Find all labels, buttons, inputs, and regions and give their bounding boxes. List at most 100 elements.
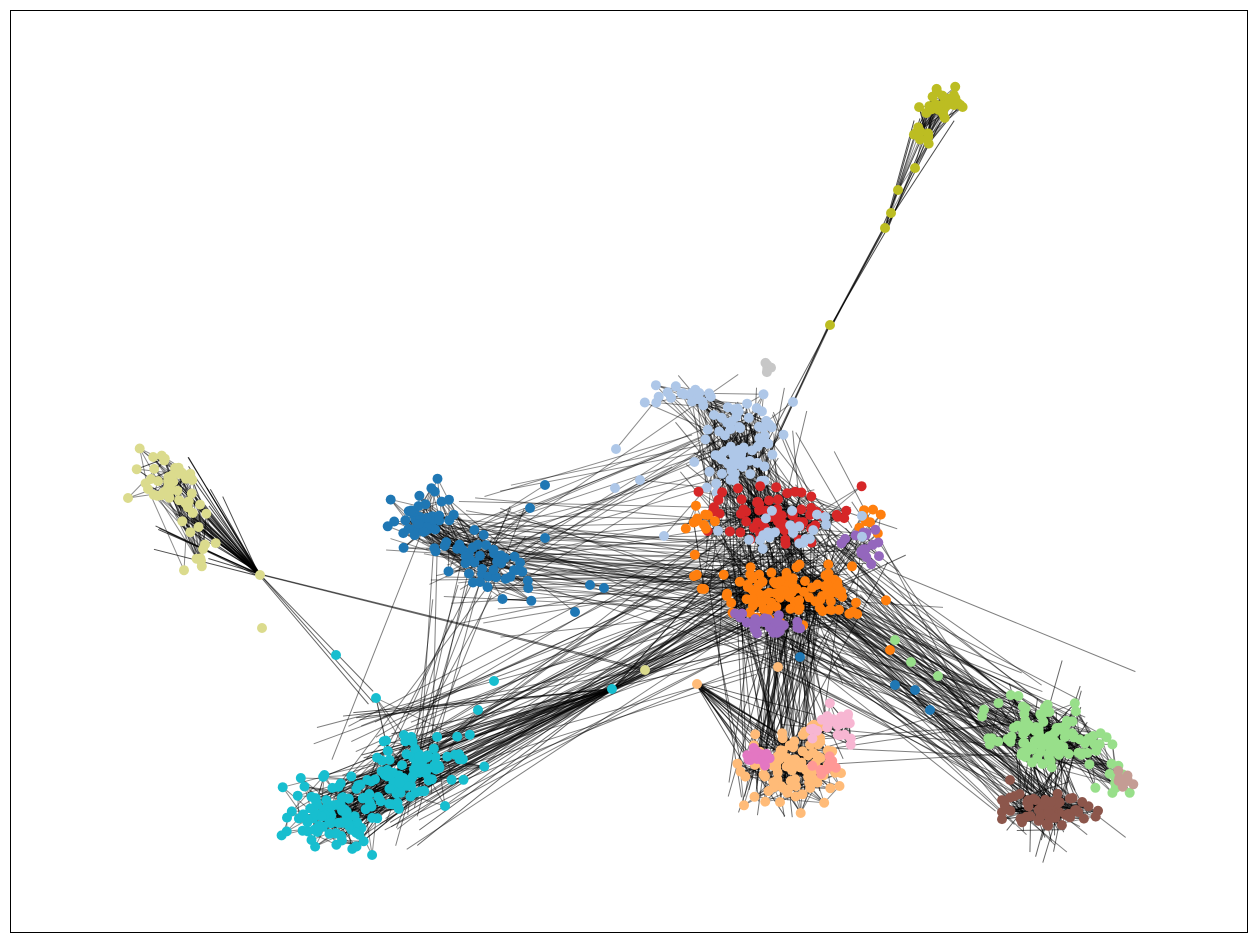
- node-olive: [886, 208, 896, 218]
- node-light-green: [1069, 698, 1080, 709]
- graph-edge: [403, 546, 771, 715]
- node-light-blue: [755, 535, 766, 546]
- node-cyan: [295, 773, 306, 783]
- node-light-blue: [722, 402, 733, 413]
- node-khaki: [179, 565, 189, 576]
- node-cyan: [306, 835, 317, 845]
- graph-edge: [639, 479, 707, 489]
- node-cyan: [607, 684, 617, 694]
- node-brown: [1033, 815, 1044, 826]
- node-olive: [953, 98, 963, 109]
- graph-edge: [412, 529, 489, 578]
- graph-edge: [832, 226, 886, 325]
- node-cyan: [452, 731, 463, 742]
- node-pink: [832, 720, 843, 731]
- node-cyan: [414, 751, 425, 762]
- node-cyan: [302, 814, 313, 824]
- node-gray: [761, 367, 772, 378]
- node-light-blue: [729, 468, 740, 479]
- graph-edge: [518, 423, 733, 514]
- node-khaki: [195, 499, 205, 510]
- node-cyan: [384, 798, 395, 809]
- node-blue: [540, 480, 550, 490]
- node-light-orange: [825, 783, 836, 794]
- node-light-orange: [775, 797, 785, 808]
- graph-edge: [702, 405, 718, 493]
- node-olive: [914, 102, 925, 113]
- node-blue: [413, 519, 424, 529]
- node-purple: [774, 626, 785, 637]
- node-khaki: [640, 665, 650, 675]
- node-light-blue: [653, 391, 664, 402]
- node-orange: [758, 604, 769, 614]
- graph-edge: [746, 403, 760, 439]
- node-khaki: [185, 527, 196, 538]
- node-purple: [762, 614, 773, 625]
- node-brown: [1078, 813, 1089, 824]
- node-orange: [881, 595, 891, 606]
- node-khaki: [149, 463, 160, 474]
- graph-edge: [881, 108, 936, 228]
- node-blue: [517, 566, 528, 577]
- graph-edge: [385, 550, 746, 819]
- node-light-blue: [788, 528, 799, 538]
- node-blue: [468, 542, 478, 553]
- node-light-blue: [610, 483, 620, 493]
- node-magenta: [748, 743, 759, 753]
- node-light-green: [1017, 701, 1028, 712]
- node-cyan: [314, 822, 325, 833]
- node-blue: [505, 571, 516, 582]
- node-brown: [997, 814, 1007, 825]
- node-red: [796, 504, 807, 515]
- node-cyan: [321, 795, 332, 806]
- node-light-green: [1088, 731, 1099, 741]
- graph-edge: [139, 448, 159, 482]
- node-orange: [834, 604, 844, 615]
- node-light-blue: [736, 454, 747, 464]
- node-orange: [774, 576, 785, 587]
- node-light-green: [1070, 706, 1081, 717]
- node-light-blue: [716, 468, 727, 479]
- graph-edge: [390, 690, 613, 828]
- graph-edge: [458, 501, 717, 509]
- node-cyan: [375, 796, 386, 807]
- node-red: [733, 483, 743, 494]
- node-orange: [794, 559, 805, 570]
- graph-edge: [139, 448, 172, 477]
- node-orange: [771, 601, 782, 612]
- node-purple: [866, 559, 877, 570]
- node-magenta: [761, 748, 772, 759]
- graph-edge: [203, 520, 260, 574]
- graph-edge: [419, 688, 613, 831]
- node-light-blue: [662, 387, 673, 398]
- node-blue: [522, 575, 533, 586]
- node-blue: [795, 652, 805, 662]
- graph-edge: [746, 609, 796, 754]
- node-khaki: [186, 488, 197, 499]
- node-blue: [488, 544, 499, 555]
- node-cyan: [367, 812, 378, 823]
- node-light-green: [906, 657, 916, 667]
- node-khaki: [163, 481, 174, 492]
- graph-edge: [1024, 771, 1075, 814]
- node-cyan: [384, 783, 395, 794]
- graph-edge: [259, 574, 374, 703]
- nodes-layer: [123, 81, 1139, 860]
- node-blue: [406, 505, 417, 516]
- node-orange: [745, 562, 756, 573]
- graph-edge: [338, 740, 385, 788]
- node-olive: [923, 128, 933, 139]
- node-light-blue: [704, 466, 715, 477]
- node-light-green: [1023, 719, 1034, 730]
- graph-edge: [667, 391, 730, 450]
- node-blue: [414, 490, 425, 501]
- node-light-blue: [857, 531, 867, 542]
- node-red: [752, 496, 763, 507]
- node-khaki: [153, 476, 163, 487]
- node-blue: [481, 540, 492, 551]
- node-cyan: [382, 771, 393, 782]
- graph-edge: [656, 402, 735, 410]
- graph-edge: [262, 574, 646, 670]
- node-light-orange: [772, 767, 783, 778]
